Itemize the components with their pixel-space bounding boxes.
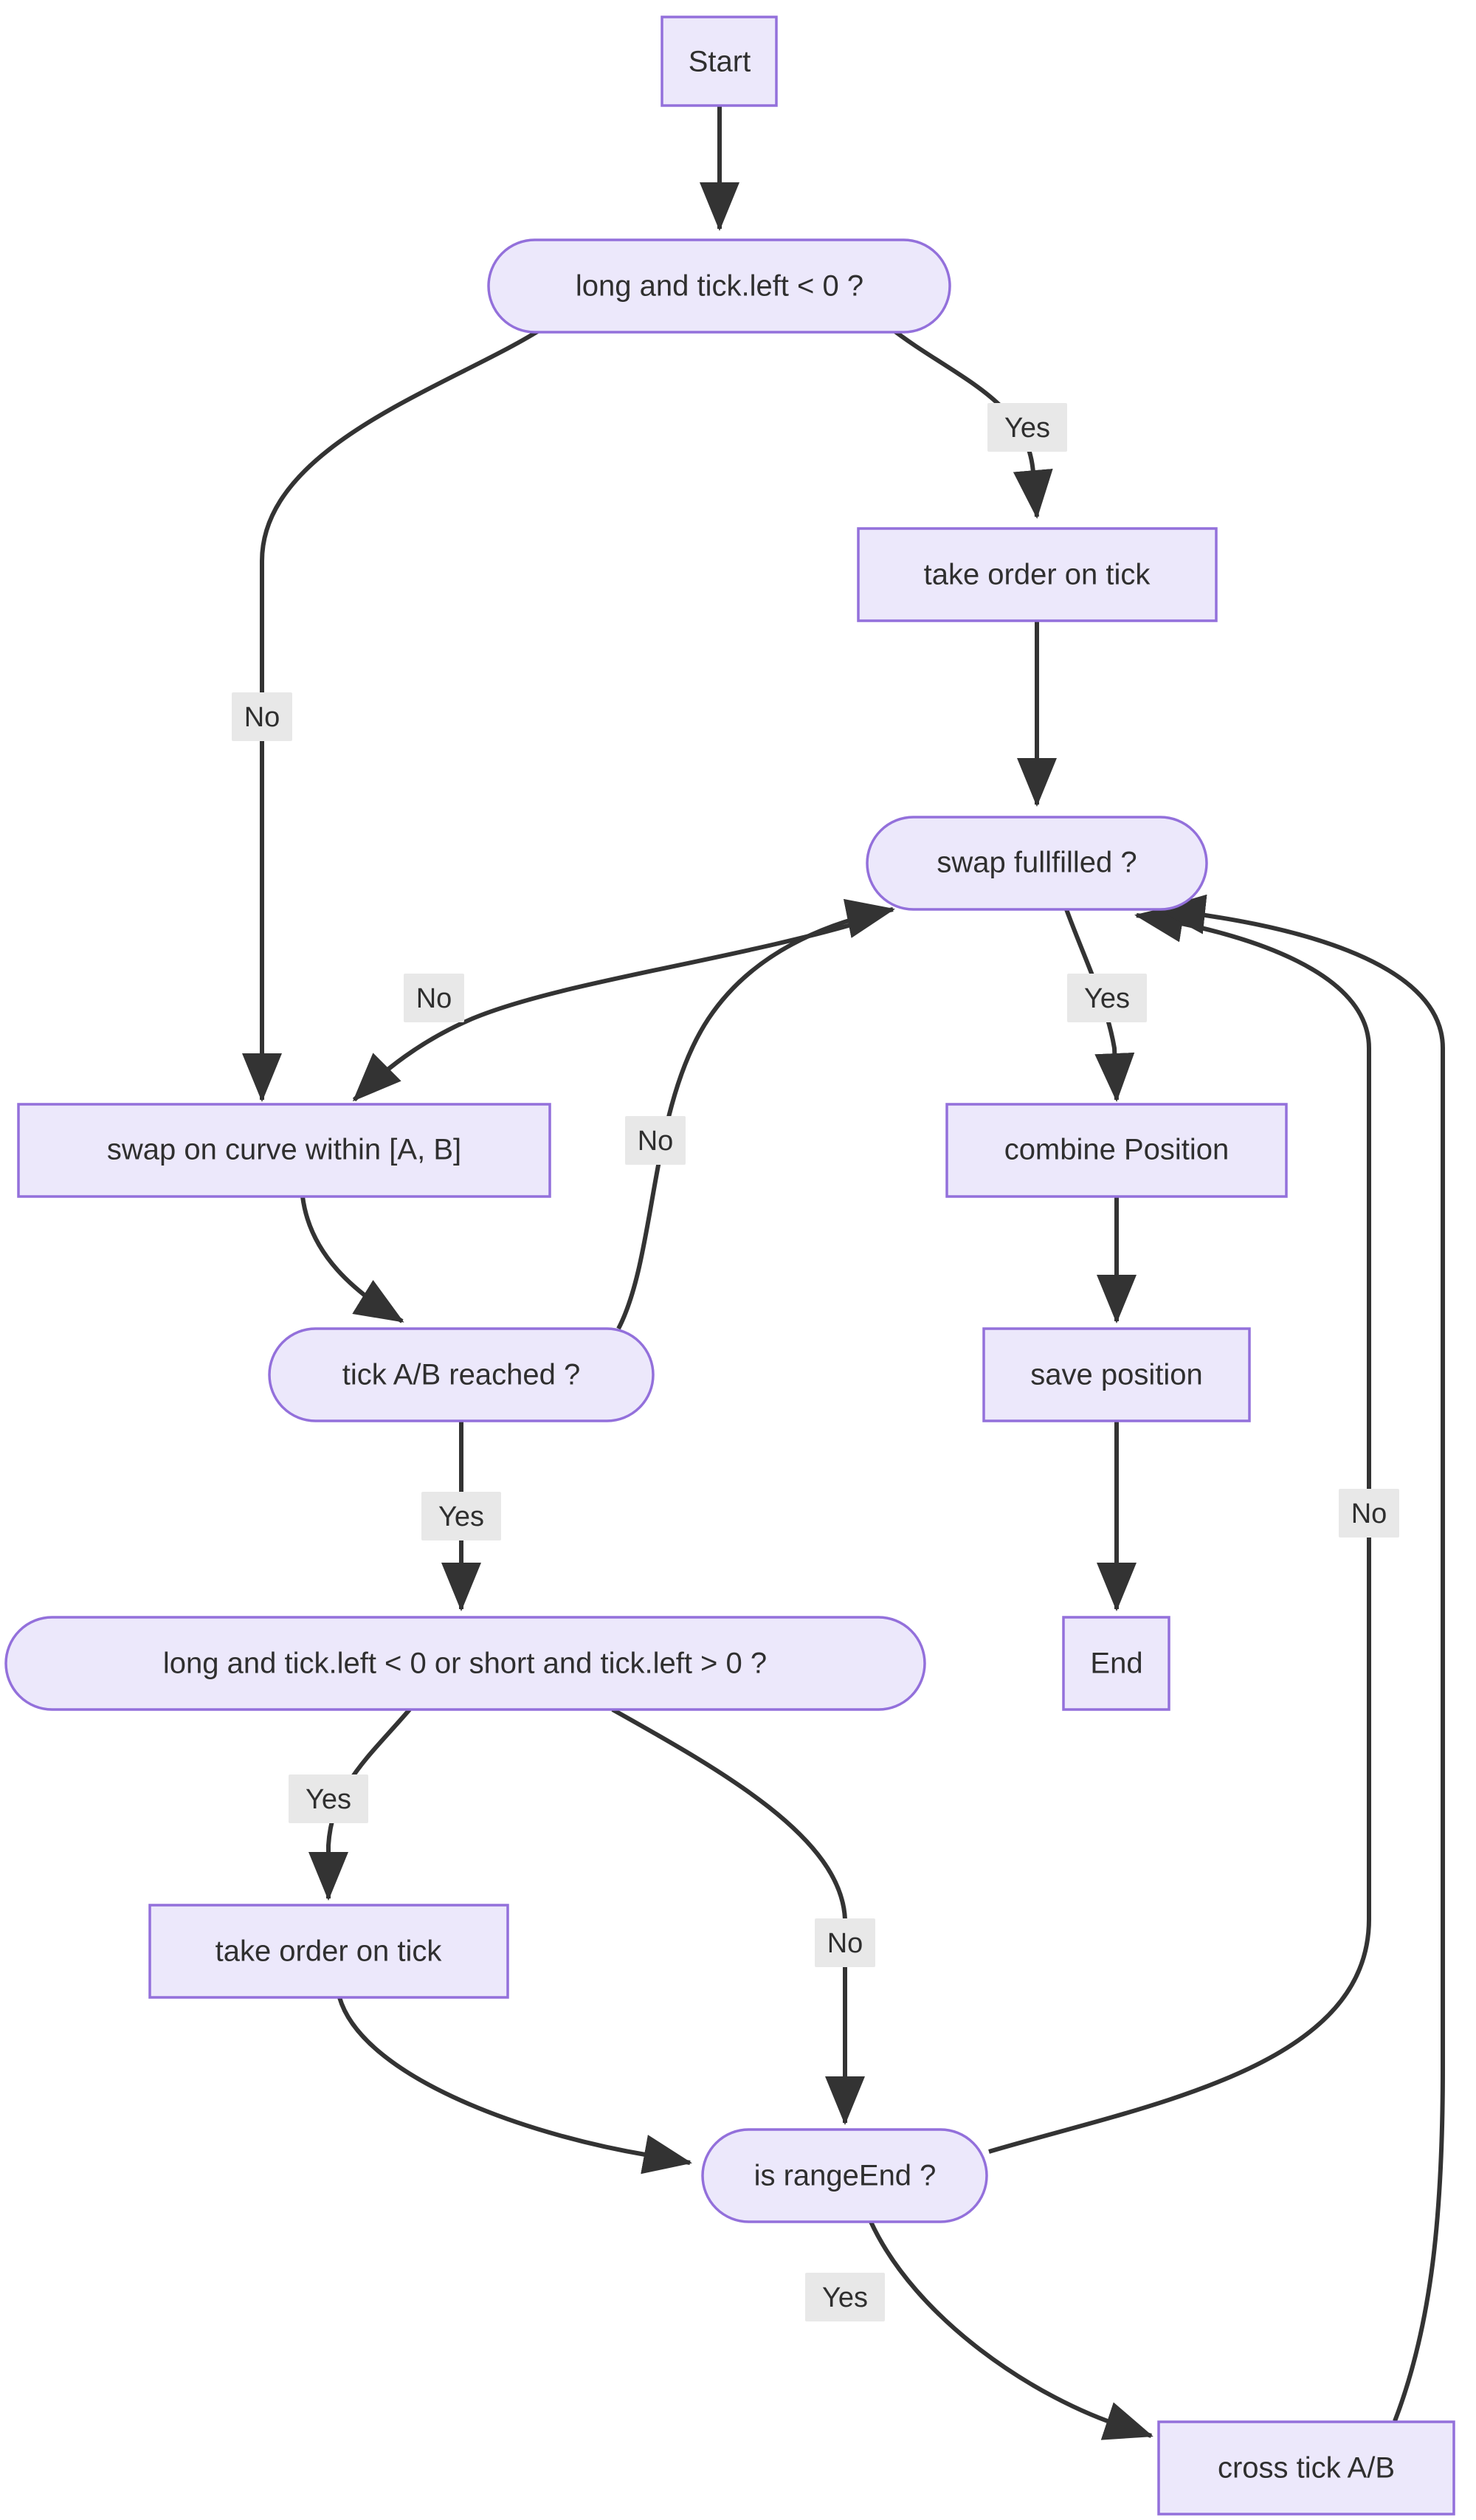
node-label: tick A/B reached ? bbox=[342, 1359, 580, 1391]
node-start[interactable]: Start bbox=[661, 16, 778, 107]
node-label: combine Position bbox=[1004, 1134, 1230, 1166]
node-decision-long-short-tick-left[interactable]: long and tick.left < 0 or short and tick… bbox=[4, 1616, 926, 1711]
nodes-layer: Start long and tick.left < 0 ? take orde… bbox=[4, 16, 1455, 2516]
node-swap-fullfilled[interactable]: swap fullfilled ? bbox=[866, 816, 1208, 911]
edge-decision-long-no-to-swap-curve bbox=[242, 325, 546, 1102]
node-label: cross tick A/B bbox=[1218, 2452, 1395, 2485]
edge-label-no-decision-long2: No bbox=[815, 1918, 875, 1967]
edge-label-text: No bbox=[1351, 1498, 1387, 1529]
edge-label-no-decision-long: No bbox=[232, 692, 292, 741]
node-label: Start bbox=[689, 46, 751, 78]
edge-label-yes-tick-reached: Yes bbox=[421, 1492, 501, 1540]
node-label: swap on curve within [A, B] bbox=[107, 1134, 461, 1166]
edge-label-text: No bbox=[244, 702, 280, 733]
node-label: take order on tick bbox=[924, 559, 1151, 591]
node-tick-ab-reached[interactable]: tick A/B reached ? bbox=[268, 1327, 655, 1422]
node-label: swap fullfilled ? bbox=[937, 847, 1137, 879]
edge-label-yes-decision-long: Yes bbox=[987, 403, 1067, 452]
edge-label-text: No bbox=[827, 1928, 863, 1959]
edge-decision-long-yes-to-take-order bbox=[888, 325, 1053, 519]
edge-label-yes-range-end: Yes bbox=[805, 2273, 885, 2321]
edge-cross-tick-to-swap-fullfilled bbox=[1156, 894, 1445, 2423]
node-is-rangeend[interactable]: is rangeEnd ? bbox=[701, 2128, 988, 2223]
node-swap-on-curve-within-ab[interactable]: swap on curve within [A, B] bbox=[17, 1103, 551, 1198]
edge-label-yes-swap-fullfilled: Yes bbox=[1067, 974, 1147, 1022]
edge-label-text: Yes bbox=[1084, 983, 1130, 1014]
node-take-order-on-tick-1[interactable]: take order on tick bbox=[857, 527, 1218, 622]
node-label: long and tick.left < 0 ? bbox=[576, 270, 863, 303]
edge-range-end-yes-to-cross-tick bbox=[869, 2220, 1153, 2440]
edges-layer bbox=[242, 106, 1445, 2440]
edge-label-text: Yes bbox=[438, 1501, 484, 1532]
edge-take-order2-to-range-end bbox=[337, 1997, 692, 2175]
edge-range-end-no-to-swap-fullfilled bbox=[988, 903, 1371, 2154]
node-label: save position bbox=[1030, 1359, 1202, 1391]
node-label: is rangeEnd ? bbox=[754, 2160, 937, 2192]
edge-label-text: No bbox=[416, 983, 452, 1014]
edge-labels-layer: No Yes No No Yes Yes bbox=[232, 403, 1399, 2321]
node-end[interactable]: End bbox=[1062, 1616, 1170, 1711]
edge-label-yes-decision-long2: Yes bbox=[289, 1774, 368, 1823]
edge-label-text: Yes bbox=[1004, 413, 1050, 444]
edge-decision-long2-no-to-range-end bbox=[611, 1707, 865, 2125]
node-label: long and tick.left < 0 or short and tick… bbox=[163, 1648, 767, 1680]
node-label: take order on tick bbox=[215, 1935, 443, 1968]
node-decision-long-tick-left[interactable]: long and tick.left < 0 ? bbox=[487, 238, 951, 334]
edge-label-text: Yes bbox=[822, 2282, 868, 2313]
edge-label-text: Yes bbox=[306, 1784, 351, 1815]
node-label: End bbox=[1090, 1648, 1142, 1680]
node-take-order-on-tick-2[interactable]: take order on tick bbox=[148, 1904, 509, 1999]
edge-label-no-range-end: No bbox=[1339, 1489, 1399, 1538]
edge-label-no-swap-fullfilled: No bbox=[404, 974, 464, 1022]
edge-tick-reached-no-to-swap-fullfilled bbox=[616, 898, 895, 1330]
edge-label-no-tick-reached: No bbox=[625, 1116, 686, 1165]
node-cross-tick-ab[interactable]: cross tick A/B bbox=[1157, 2420, 1455, 2516]
node-combine-position[interactable]: combine Position bbox=[945, 1103, 1288, 1198]
edge-swap-fullfilled-no-to-swap-curve bbox=[352, 917, 872, 1102]
edge-swap-curve-to-tick-reached bbox=[300, 1196, 404, 1323]
edge-label-text: No bbox=[638, 1126, 674, 1157]
node-save-position[interactable]: save position bbox=[982, 1327, 1251, 1422]
